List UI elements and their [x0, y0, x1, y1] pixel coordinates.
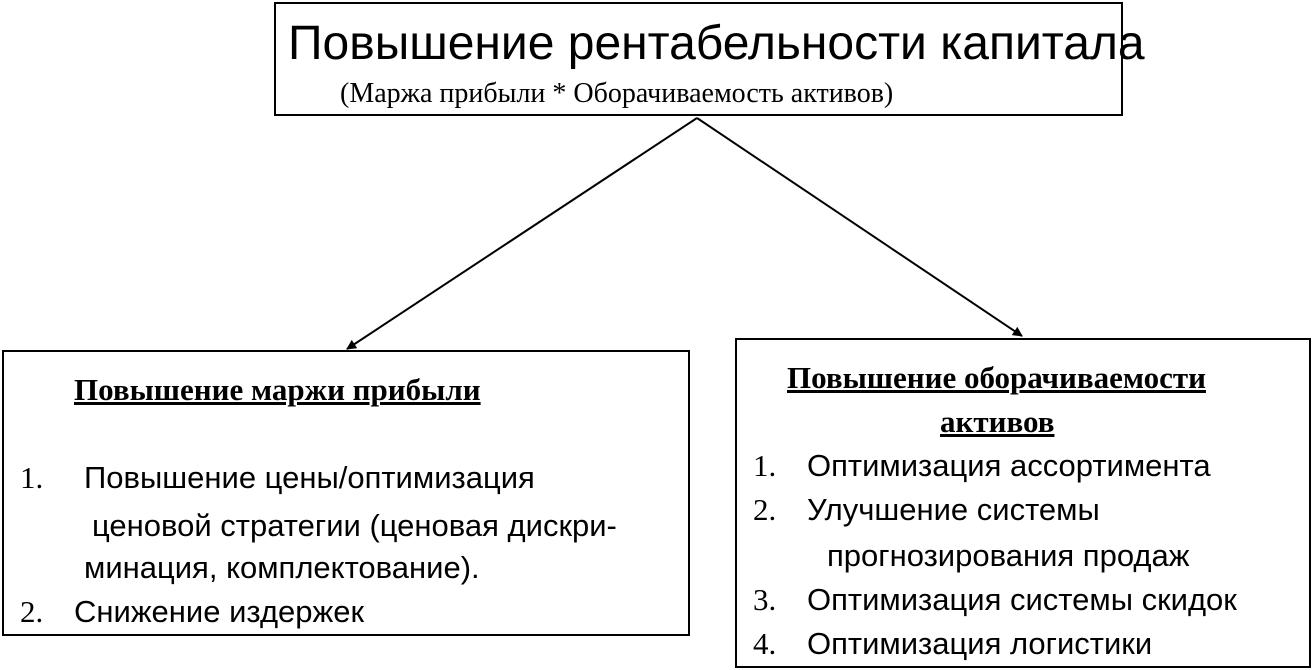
turnover-item-3-number: 3. [753, 582, 777, 617]
turnover-item-4-line-1: Оптимизация логистики [807, 626, 1153, 661]
turnover-item-2-line-1: Улучшение системы [807, 492, 1100, 527]
arrow-to-margin [346, 117, 698, 350]
turnover-node-box: Повышение оборачиваемости активов 1. Опт… [735, 338, 1311, 668]
turnover-node-heading-line-1: Повышение оборачиваемости [787, 360, 1206, 395]
margin-node-heading: Повышение маржи прибыли [74, 372, 481, 407]
turnover-item-1-number: 1. [753, 448, 777, 483]
margin-item-1-line-2: ценовой стратегии (ценовая дискри- [92, 508, 617, 543]
turnover-item-2-line-2: прогнозирования продаж [827, 538, 1190, 573]
arrow-to-turnover [696, 117, 1023, 337]
root-node-subtitle: (Маржа прибыли * Оборачиваемость активов… [340, 78, 894, 109]
root-node-box: Повышение рентабельности капитала (Маржа… [274, 2, 1145, 116]
margin-item-2-number: 2. [20, 594, 44, 629]
margin-item-1-line-1: Повышение цены/оптимизация [84, 460, 535, 495]
margin-item-2-line-1: Снижение издержек [74, 594, 365, 629]
turnover-item-2-number: 2. [753, 492, 777, 527]
root-node-title: Повышение рентабельности капитала [288, 17, 1145, 70]
margin-item-1-line-3: минация, комплектование). [84, 550, 480, 585]
margin-node-box: Повышение маржи прибыли 1. Повышение цен… [2, 350, 690, 636]
turnover-item-4-number: 4. [753, 626, 777, 661]
margin-item-1-number: 1. [20, 460, 44, 495]
turnover-item-1-line-1: Оптимизация ассортимента [807, 448, 1211, 483]
turnover-item-3-line-1: Оптимизация системы скидок [807, 582, 1237, 617]
turnover-node-heading-line-2: активов [940, 404, 1055, 439]
